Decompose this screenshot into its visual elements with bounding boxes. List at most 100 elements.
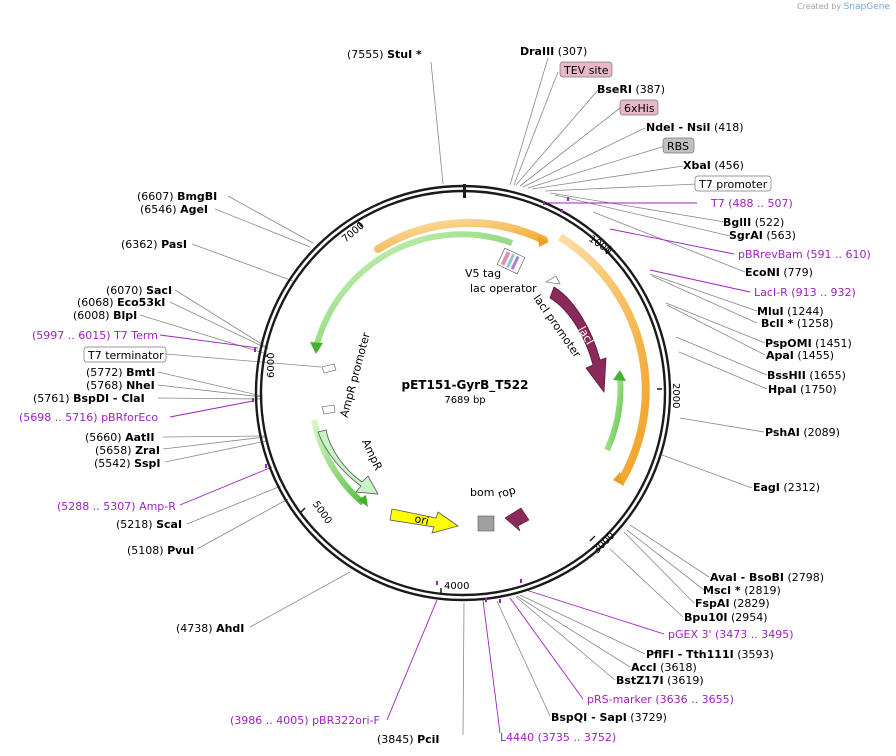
primer-lines (159, 202, 751, 734)
primer-label-laci-r: LacI-R (913 .. 932) (754, 286, 856, 299)
tick-label-2000: 2000 (670, 383, 681, 408)
site-label-pspomi: PspOMI (1451) (765, 337, 852, 350)
orf-arc-top-orange (374, 218, 548, 253)
site-label-blpi: (6008) BlpI (73, 309, 137, 322)
leader-lines (139, 57, 768, 736)
boxed-feature-t7-terminator: T7 terminator (83, 346, 167, 363)
site-label-bseri: BseRI (387) (597, 83, 665, 96)
plasmid-name: pET151-GyrB_T522 (402, 378, 529, 393)
primer-label-t7: T7 (488 .. 507) (710, 197, 793, 210)
orf-arrow-green-right (613, 370, 626, 381)
site-label-draiii: DraIII (307) (520, 45, 587, 58)
orf-arc-left-green (313, 231, 514, 349)
ori-label: ori (413, 512, 430, 528)
primer-label-pbr322ori-f: (3986 .. 4005) pBR322ori-F (230, 714, 380, 727)
primer-label-t7-term: (5997 .. 6015) T7 Term (32, 329, 158, 342)
laci-promoter-arrow (545, 275, 561, 285)
primer-label-pbrforeco: (5698 .. 5716) pBRforEco (19, 411, 158, 424)
primer-label-l4440: L4440 (3735 .. 3752) (500, 731, 616, 744)
site-label-apai: ApaI (1455) (766, 349, 834, 362)
site-label-bspqi-sapi: BspQI - SapI (3729) (551, 711, 667, 724)
site-label-sspi: (5542) SspI (94, 457, 161, 470)
site-label-eagi: EagI (2312) (753, 481, 820, 494)
site-label-mlui: MluI (1244) (757, 305, 824, 318)
origin-marker (463, 184, 466, 198)
site-label-ahdi: (4738) AhdI (176, 622, 244, 635)
site-label-aatii: (5660) AatII (85, 431, 154, 444)
primer-label-amp-r: (5288 .. 5307) Amp-R (57, 500, 176, 513)
orf-arrow-top (538, 236, 549, 247)
orf-arrow-green-left (310, 342, 323, 354)
site-label-bcli: BclI * (1258) (761, 317, 833, 330)
ampr-promoter-arrow (321, 404, 336, 415)
ampr-label: AmpR (359, 437, 385, 473)
boxed-feature-tev: TEV site (559, 61, 613, 78)
tick-marks (263, 221, 662, 594)
credit-brand: SnapGene (843, 2, 890, 12)
site-label-nhei: (5768) NheI (86, 379, 155, 392)
site-label-hpai: HpaI (1750) (768, 383, 837, 396)
svg-text:6xHis: 6xHis (624, 102, 655, 115)
site-label-bmgbi: (6607) BmgBI (137, 190, 217, 203)
svg-text:T7 terminator: T7 terminator (87, 349, 164, 362)
ori-arrow (389, 508, 459, 534)
credit-prefix: Created by (797, 2, 842, 11)
site-label-ndei-nsii: NdeI - NsiI (418) (646, 121, 744, 134)
boxed-feature-t7-promoter: T7 promoter (694, 175, 772, 192)
site-label-avai-bsobi: AvaI - BsoBI (2798) (710, 571, 824, 584)
boxed-feature-rbs: RBS (662, 137, 695, 154)
site-label-xbai: XbaI (456) (683, 159, 744, 172)
restriction-site-labels: (7555) StuI * DraIII (307) BseRI (387) NdeI… (33, 45, 852, 746)
ampr-arrow (317, 429, 379, 495)
primer-labels: T7 (488 .. 507) pBRrevBam (591 .. 610) Lac… (19, 197, 871, 744)
tag-cluster (496, 247, 526, 275)
site-label-msci: MscI * (2819) (703, 584, 781, 597)
orf-arc-right-orange (557, 233, 650, 486)
svg-text:T7 promoter: T7 promoter (698, 178, 768, 191)
site-label-bspdi-clai: (5761) BspDI - ClaI (33, 392, 145, 405)
plasmid-length: 7689 bp (444, 395, 485, 406)
tick-label-4000: 4000 (444, 581, 469, 592)
rop-arrow (504, 507, 530, 532)
rop-label: rop (496, 484, 517, 501)
site-label-zrai: (5658) ZraI (95, 444, 160, 457)
site-label-pshai: PshAI (2089) (765, 426, 840, 439)
site-label-sgrai: SgrAI (563) (729, 229, 796, 242)
orf-arc-lower-green (311, 419, 365, 506)
site-label-fspai: FspAI (2829) (695, 597, 770, 610)
svg-text:RBS: RBS (667, 140, 689, 153)
site-label-pcii: (3845) PciI (377, 733, 440, 746)
ampr-promoter-arrow-2 (321, 363, 337, 374)
v5-tag-label: V5 tag (465, 267, 501, 280)
site-label-pasi: (6362) PasI (121, 238, 187, 251)
lac-operator-label: lac operator (470, 282, 537, 295)
tick-label-5000: 5000 (310, 499, 334, 526)
site-label-eco53ki: (6068) Eco53kI (77, 296, 165, 309)
snapgene-credit: Created by SnapGene (797, 2, 890, 12)
boxed-feature-6xhis: 6xHis (619, 99, 659, 116)
bom-label: bom (470, 486, 494, 499)
orf-arc-right-green (604, 376, 624, 452)
site-label-pvui: (5108) PvuI (127, 544, 194, 557)
site-label-bsshii: BssHII (1655) (767, 369, 846, 382)
site-label-agei: (6546) AgeI (140, 203, 208, 216)
svg-text:TEV site: TEV site (563, 64, 609, 77)
orf-arrow-green-lower (358, 495, 368, 507)
primer-ticks (252, 197, 569, 603)
site-label-saci: (6070) SacI (106, 284, 172, 297)
ampr-promoter-label: AmpR promoter (338, 331, 373, 419)
site-label-bstz17i: BstZ17I (3619) (616, 674, 704, 687)
primer-label-prs-marker: pRS-marker (3636 .. 3655) (587, 693, 734, 706)
orf-arrow-right (613, 472, 624, 486)
site-label-bmti: (5772) BmtI (86, 366, 155, 379)
site-label-scai: (5218) ScaI (116, 518, 182, 531)
site-label-bglii: BglII (522) (723, 216, 784, 229)
primer-label-pbrrevbam: pBRrevBam (591 .. 610) (738, 248, 871, 261)
site-label-bpu10i: Bpu10I (2954) (684, 611, 768, 624)
site-label-pflfi-tth111i: PflFI - Tth111I (3593) (646, 648, 774, 661)
primer-label-pgex-3-: pGEX 3' (3473 .. 3495) (668, 628, 794, 641)
laci-arrow (549, 286, 607, 394)
site-label-stui: (7555) StuI * (347, 48, 422, 61)
site-label-acci: AccI (3618) (631, 661, 697, 674)
